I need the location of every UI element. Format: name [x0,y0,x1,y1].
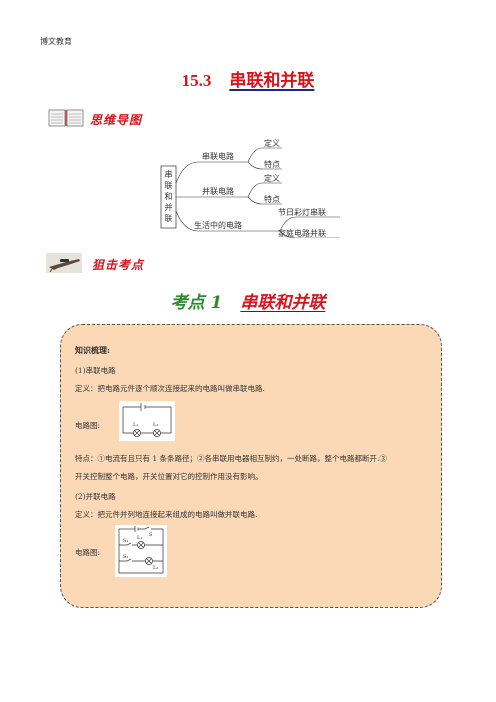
mindmap-leaf: 定义 [264,138,280,148]
mindmap-root-char: 联 [165,181,173,190]
parallel-title: (2)并联电路 [75,492,116,501]
switch-label-s2: S₂ [123,554,128,560]
mindmap-branch-life: 生活中的电路 [194,220,242,230]
series-definition: 定义：把电路元件逐个顺次连接起来的电路叫做串联电路. [75,384,265,393]
series-title: (1)串联电路 [75,366,116,375]
mindmap-root-char: 并 [165,202,173,212]
sniper-rifle-icon [46,253,82,273]
mindmap-branch-parallel: 并联电路 [202,186,234,196]
mindmap-root-char: 联 [165,214,173,223]
section-mindmap-title: 思维导图 [90,113,143,127]
title-number: 15.3 [181,71,212,90]
book-icon [48,109,84,127]
knowledge-box: 知识梳理: (1)串联电路 定义：把电路元件逐个顺次连接起来的电路叫做串联电路.… [60,324,442,608]
mindmap-diagram: 串 联 和 并 联 串联电路 定义 特点 并联电路 定义 特点 生活中的电路 节… [160,138,340,238]
mindmap-root-char: 和 [165,192,173,201]
series-diagram-label: 电路图: [75,421,101,430]
series-circuit-diagram: L₁ L₂ [119,401,175,441]
kaodian-title: 考点 1 串联和并联 [0,288,496,313]
section-keypoints-title: 狙击考点 [92,258,145,272]
kaodian-text: 串联和并联 [240,293,326,313]
header-org: 博文教育 [40,37,72,46]
series-feature-line1: 特点：①电流有且只有 1 条条路径；②各串联用电器相互制约，一处断路，整个电路都… [75,454,387,463]
lamp-label-l1: L₁ [137,535,142,541]
kaodian-label: 考点 1 [170,293,223,313]
mindmap-leaf: 家庭电路并联 [278,228,326,238]
parallel-definition: 定义：把元件并列地连接起来组成的电路叫做并联电路. [75,510,258,519]
mindmap-leaf: 特点 [264,159,280,169]
switch-label-s1: S₁ [123,538,128,544]
mindmap-leaf: 定义 [264,173,280,183]
mindmap-branch-series: 串联电路 [202,151,234,161]
mindmap-leaf: 节日彩灯串联 [278,207,326,217]
knowledge-heading: 知识梳理: [75,345,110,355]
lamp-label-l2: L₂ [153,422,158,428]
lamp-label-l1: L₁ [133,422,138,428]
page-title: 15.3 串联和并联 [0,66,496,91]
mindmap-leaf: 特点 [264,194,280,204]
parallel-circuit-diagram: S S₁ L₁ S₂ L₂ [115,525,167,577]
switch-label-s: S [149,532,153,538]
lamp-label-l2: L₂ [153,565,158,571]
mindmap-root-char: 串 [165,170,173,179]
series-feature-line2: 开关控制整个电路，开关位置对它的控制作用没有影响。 [75,472,263,481]
parallel-diagram-label: 电路图: [75,548,101,557]
title-text: 串联和并联 [229,71,315,91]
